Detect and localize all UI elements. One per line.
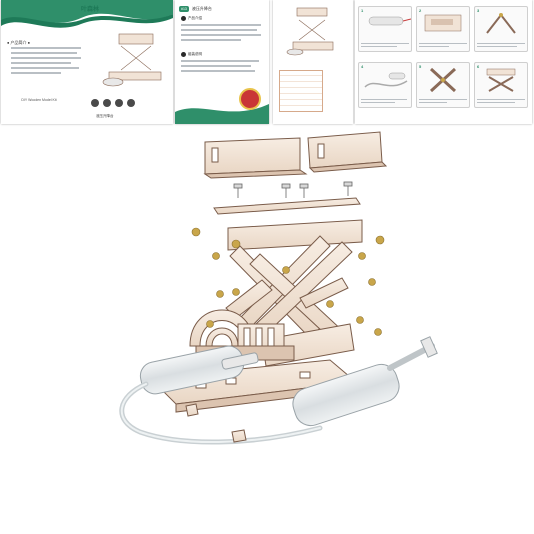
brass-pins	[191, 227, 385, 336]
cover-footer-text: 液压升降台	[96, 114, 114, 118]
step-number: 5	[419, 64, 422, 69]
bullet-icon	[181, 52, 186, 57]
step-1-graphic	[368, 16, 411, 26]
step-5-graphic	[429, 67, 457, 93]
quality-seal-icon	[239, 88, 261, 110]
step-tag: #13	[179, 6, 189, 12]
intro-section-b: 组装说明	[181, 52, 263, 75]
intro-title: 液压升降台	[191, 6, 212, 11]
step-2-graphic	[424, 14, 462, 32]
cover-section-heading: ● 产品简介 ●	[7, 40, 31, 45]
bullet-icon	[181, 16, 186, 21]
section-b-label: 组装说明	[188, 52, 202, 56]
step-4-graphic	[364, 72, 408, 88]
intro-wave-graphic	[175, 104, 269, 124]
intro-section-a: 产品介绍	[181, 16, 263, 44]
step-number: 2	[419, 8, 422, 13]
step-number: 4	[361, 64, 364, 69]
manual-parts-panel	[273, 0, 353, 124]
manual-pages-strip: 叶森林 ● 产品简介 ● DIY Wooden Model Kit 液压升降台 …	[0, 0, 534, 128]
cover-icons-row	[91, 99, 135, 107]
eco-icon	[115, 99, 123, 107]
assembly-step-3: 3	[474, 6, 528, 52]
cover-body-text	[11, 47, 81, 77]
top-platform-blocks	[203, 131, 388, 179]
intro-header: #13 液压升降台	[179, 6, 212, 12]
top-plate	[213, 197, 361, 215]
base-feet	[185, 403, 247, 443]
step-number: 3	[477, 8, 480, 13]
assembly-step-5: 5	[416, 62, 470, 108]
cover-brand-title: 叶森林	[80, 7, 99, 13]
manual-intro-panel: #13 液压升降台 产品介绍 组装说明	[175, 0, 269, 124]
cover-wave-graphic	[1, 0, 173, 87]
step-number: 1	[361, 8, 364, 13]
step-3-graphic	[486, 13, 516, 34]
manual-cover-panel: 叶森林 ● 产品简介 ● DIY Wooden Model Kit 液压升降台	[1, 0, 173, 124]
parts-layout-sheet	[279, 70, 323, 112]
safety-icon	[91, 99, 99, 107]
step-6-graphic	[486, 68, 516, 92]
step-number: 6	[477, 64, 480, 69]
parts-sheet-graphic	[286, 7, 334, 56]
age-icon	[103, 99, 111, 107]
tools-icon	[127, 99, 135, 107]
scissor-lift-exploded-view	[119, 131, 438, 445]
syringe-left	[139, 345, 259, 395]
assembly-step-6: 6	[474, 62, 528, 108]
assembly-step-2: 2	[416, 6, 470, 52]
section-a-label: 产品介绍	[188, 16, 202, 20]
syringe-right	[292, 336, 438, 427]
assembly-step-1: 1	[358, 6, 412, 52]
cover-maker-text: DIY Wooden Model Kit	[21, 98, 57, 102]
screws	[233, 181, 353, 198]
manual-steps-panel: 1 2 3 4 5 6	[355, 0, 532, 124]
exploded-view-illustration	[0, 128, 534, 534]
assembly-step-4: 4	[358, 62, 412, 108]
